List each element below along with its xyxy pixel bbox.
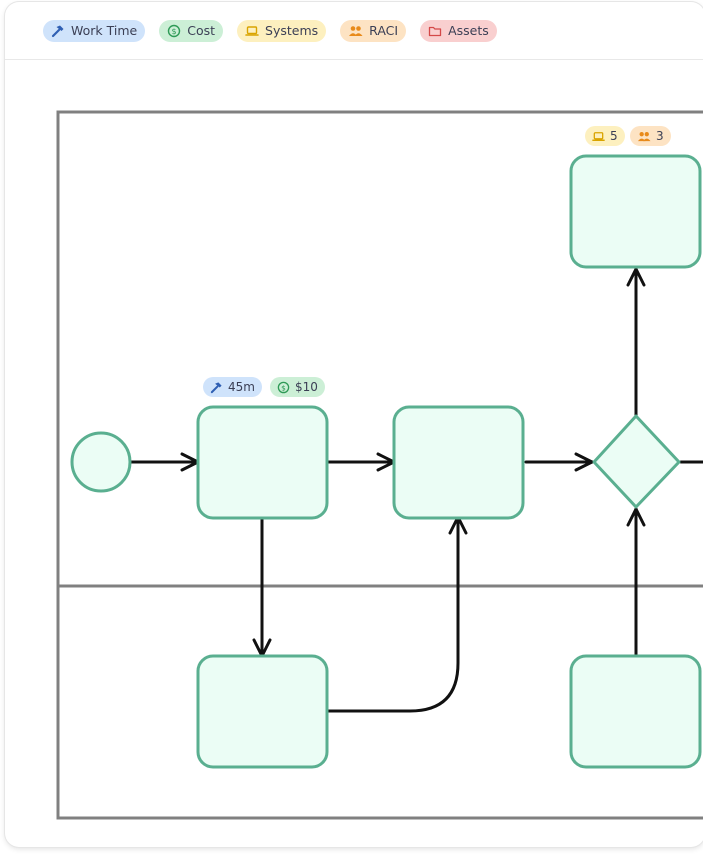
task-top[interactable] — [569, 154, 702, 269]
chip-work-time[interactable]: Work Time — [43, 19, 146, 42]
chip-label: Work Time — [71, 23, 138, 38]
task-b[interactable] — [392, 405, 525, 520]
metric-toolbar: Work Time $ Cost Systems RACI — [5, 2, 703, 60]
gateway[interactable] — [592, 414, 681, 509]
task-d[interactable] — [569, 654, 702, 769]
systems-value: 5 — [610, 129, 618, 143]
edge-task-c-to-task-b — [325, 515, 468, 713]
hammer-icon — [51, 25, 64, 37]
start-event[interactable] — [70, 431, 132, 493]
task-a-work-time-badge: 45m — [203, 377, 262, 397]
chip-label: Cost — [187, 23, 216, 38]
task-top-systems-badge: 5 — [585, 126, 625, 146]
dollar-circle-icon: $ — [168, 24, 181, 37]
pool-border — [56, 110, 703, 820]
task-top-raci-badge: 3 — [630, 126, 671, 146]
chip-systems[interactable]: Systems — [237, 19, 327, 42]
chip-label: Systems — [265, 23, 319, 38]
cost-value: $10 — [295, 380, 318, 394]
chip-cost[interactable]: $ Cost — [159, 19, 224, 42]
process-diagram — [56, 110, 703, 820]
work-time-value: 45m — [228, 380, 255, 394]
task-a-cost-badge: $ $10 — [270, 377, 325, 397]
chip-raci[interactable]: RACI — [340, 19, 407, 42]
people-icon — [349, 25, 363, 36]
chip-label: Assets — [448, 23, 489, 38]
process-canvas-card: Work Time $ Cost Systems RACI — [5, 2, 703, 847]
laptop-icon — [592, 131, 605, 141]
folder-icon — [428, 26, 442, 36]
people-icon — [637, 131, 651, 141]
laptop-icon — [245, 25, 259, 36]
task-c[interactable] — [196, 654, 329, 769]
chip-assets[interactable]: Assets — [420, 19, 497, 42]
raci-value: 3 — [656, 129, 664, 143]
task-a[interactable] — [196, 405, 329, 520]
svg-text:$: $ — [172, 27, 177, 36]
svg-text:$: $ — [281, 383, 286, 392]
hammer-icon — [210, 381, 222, 393]
chip-label: RACI — [369, 23, 399, 38]
dollar-circle-icon: $ — [277, 381, 290, 393]
